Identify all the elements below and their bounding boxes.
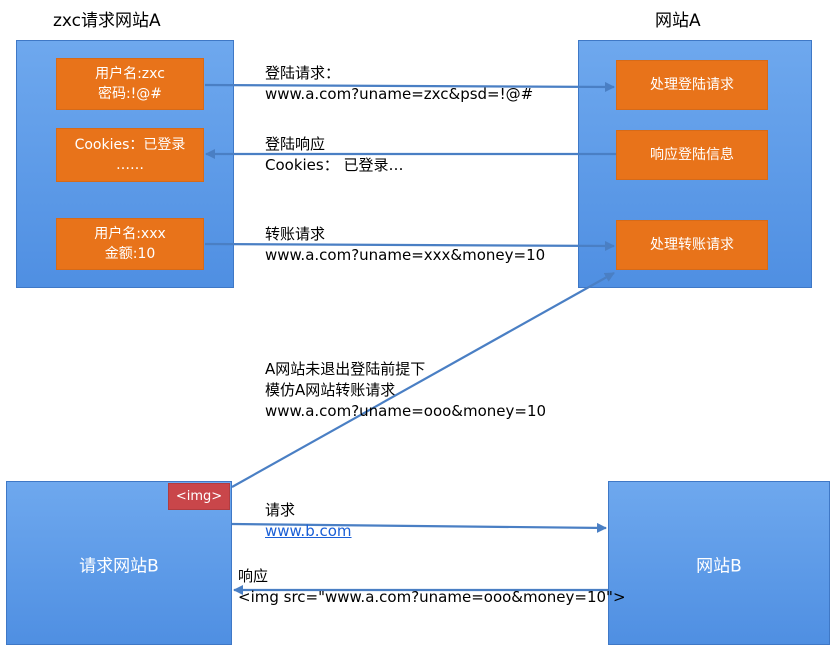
login-response-text: 响应登陆信息 <box>650 147 734 163</box>
login-request-arrow <box>204 81 615 92</box>
login-response-title: 登陆响应 <box>265 135 326 153</box>
forged-request-url: www.a.com?uname=ooo&money=10 <box>265 402 547 420</box>
handle-transfer-text: 处理转账请求 <box>650 237 734 253</box>
username-text: 用户名:zxc <box>95 66 165 82</box>
transfer-request-title: 转账请求 <box>265 225 326 243</box>
img-tag-badge: <img> <box>168 483 230 510</box>
cookies-ellipsis: …… <box>116 157 144 173</box>
login-response-cookies: Cookies： 已登录… <box>265 156 404 174</box>
client-a-title: zxc请求网站A <box>53 11 161 31</box>
cookies-text: Cookies：已登录 <box>74 137 186 153</box>
transfer-request-url: www.a.com?uname=xxx&money=10 <box>265 246 546 264</box>
login-request-title: 登陆请求： <box>265 64 341 82</box>
response-b-label: 响应 <img src="www.a.com?uname=ooo&money=1… <box>238 566 626 608</box>
server-a-title: 网站A <box>655 11 701 31</box>
transfer-username-text: 用户名:xxx <box>94 226 166 242</box>
forged-request-title: 模仿A网站转账请求 <box>265 381 396 399</box>
transfer-params-box: 用户名:xxx 金额:10 <box>56 218 204 270</box>
login-credentials-box: 用户名:zxc 密码:!@# <box>56 58 204 110</box>
forged-request-arrow <box>231 272 615 488</box>
login-request-label: 登陆请求： www.a.com?uname=zxc&psd=!@# <box>265 63 533 105</box>
transfer-request-label: 转账请求 www.a.com?uname=xxx&money=10 <box>265 224 545 266</box>
client-b-panel <box>6 481 232 645</box>
login-response-box: 响应登陆信息 <box>616 130 768 180</box>
forged-request-condition: A网站未退出登陆前提下 <box>265 360 426 378</box>
transfer-amount-text: 金额:10 <box>104 246 156 262</box>
cookies-box: Cookies：已登录 …… <box>56 128 204 182</box>
response-b-img-code: <img src="www.a.com?uname=ooo&money=10"> <box>238 588 626 606</box>
request-b-arrow <box>231 522 607 533</box>
password-text: 密码:!@# <box>97 86 163 102</box>
forged-request-label: A网站未退出登陆前提下 模仿A网站转账请求 www.a.com?uname=oo… <box>265 359 546 422</box>
server-b-panel <box>608 481 830 645</box>
response-b-title: 响应 <box>238 567 269 585</box>
login-request-url: www.a.com?uname=zxc&psd=!@# <box>265 85 534 103</box>
client-b-label: 请求网站B <box>79 556 159 577</box>
handle-transfer-box: 处理转账请求 <box>616 220 768 270</box>
handle-login-text: 处理登陆请求 <box>650 77 734 93</box>
request-b-label: 请求 www.b.com <box>265 500 352 542</box>
login-response-label: 登陆响应 Cookies： 已登录… <box>265 134 404 176</box>
transfer-request-arrow <box>204 240 615 251</box>
handle-login-box: 处理登陆请求 <box>616 60 768 110</box>
request-b-title: 请求 <box>265 501 296 519</box>
site-b-link[interactable]: www.b.com <box>265 522 352 540</box>
server-b-label: 网站B <box>696 556 742 577</box>
